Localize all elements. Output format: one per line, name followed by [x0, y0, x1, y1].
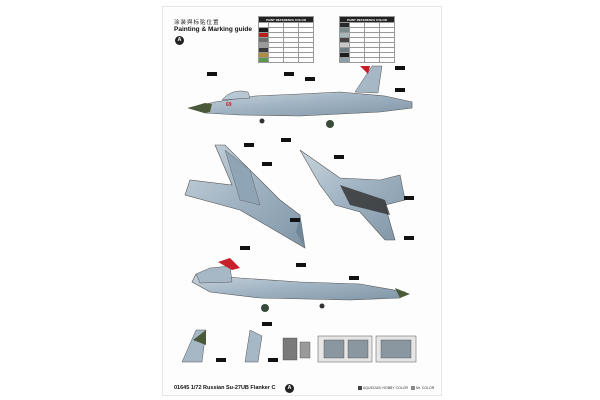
- title-painting-guide: Painting & Marking guide: [174, 26, 253, 33]
- scheme-letter-badge: A: [175, 36, 184, 45]
- legend-swatch: [358, 386, 362, 391]
- engine-nacelles: [340, 185, 390, 215]
- radome-shape: [188, 103, 212, 113]
- canopy-shape: [221, 90, 251, 101]
- red-star-icon: [218, 258, 240, 270]
- legend-aqueous: AQUEOUS/ HOBBY COLOR: [363, 386, 409, 390]
- top-view: [184, 144, 306, 249]
- wheel-shape: [326, 120, 334, 128]
- paint-reference-table-2: PAINT REFERENCE COLOR: [339, 16, 395, 63]
- wheel-shape: [259, 118, 265, 124]
- wheel-shape: [319, 303, 325, 309]
- legend-mr-color: Mr. COLOR: [415, 386, 435, 390]
- side-view-upper: 69: [187, 65, 413, 128]
- red-star-icon: [360, 66, 370, 74]
- small-parts: [282, 337, 311, 361]
- side-view-lower: [191, 258, 410, 312]
- radome-shape: [395, 288, 410, 298]
- footer-letter-badge: A: [285, 384, 294, 393]
- paint-reference-table-1: PAINT REFERENCE COLOR: [258, 16, 314, 63]
- callout-markers: [207, 66, 414, 362]
- tail-fin-details: [181, 329, 263, 363]
- tail-fin-shape: [354, 65, 383, 94]
- title-chinese: 涂装與标贴位置: [174, 20, 220, 26]
- table-row: [258, 57, 314, 63]
- table-row: [339, 57, 395, 63]
- kit-footer: 01645 1/72 Russian Su-27UB Flanker C: [174, 385, 276, 391]
- side-number: 69: [226, 102, 232, 108]
- color-legend: AQUEOUS/ HOBBY COLOR Mr. COLOR: [358, 386, 435, 391]
- legend-swatch: [410, 386, 415, 391]
- cockpit-panels: [317, 335, 417, 363]
- bottom-view: [299, 149, 406, 241]
- wheel-shape: [261, 304, 269, 312]
